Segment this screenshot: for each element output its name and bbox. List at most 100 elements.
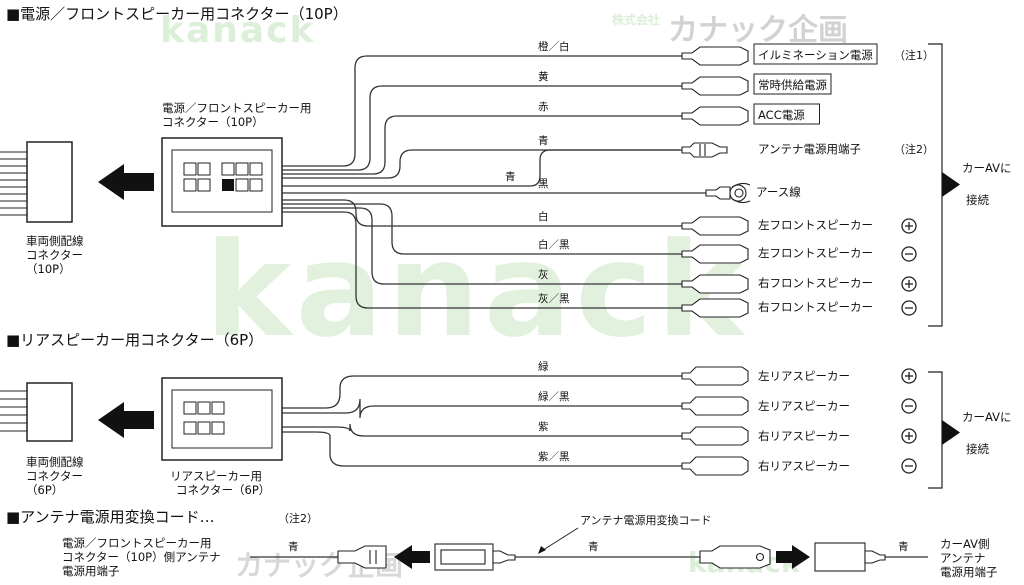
wire-color-left: 青 [288, 540, 299, 553]
terminal-3 [681, 106, 749, 126]
rear-wire-label-2: 左リアスピーカー [758, 399, 850, 413]
connect-label-rear: 接続 [966, 442, 989, 456]
arrow-right-icon-cord [776, 545, 810, 569]
rear-wire-3 [282, 423, 682, 437]
wire-label-4: アンテナ電源用端子 [758, 142, 861, 156]
wire-7 [282, 203, 682, 255]
svg-text:コネクター（10P）側アンテナ: コネクター（10P）側アンテナ [62, 550, 221, 564]
product-connector-10p [161, 137, 283, 227]
rear-wire-color-1: 緑 [538, 360, 549, 373]
wire-8 [282, 207, 682, 285]
svg-text:電源用端子: 電源用端子 [62, 564, 120, 578]
wire-label-9: 右フロントスピーカー [758, 300, 873, 314]
cord-terminal-right [699, 545, 771, 569]
svg-text:リアスピーカー用: リアスピーカー用 [170, 469, 262, 483]
minus-icon-rear-2 [901, 398, 917, 414]
svg-text:コネクター: コネクター [26, 248, 83, 262]
connect-label: 接続 [966, 193, 989, 207]
rear-terminal-1 [681, 366, 749, 386]
watermark-brand-big: kanack [205, 214, 747, 366]
wire-6 [282, 199, 682, 227]
wire-color-9: 灰／黒 [538, 292, 570, 305]
rear-wire-1 [282, 375, 682, 409]
wire-color-4: 青 [538, 134, 549, 147]
vehicle-connector-10p-label: 車両側配線 コネクター （10P） [26, 234, 84, 276]
label-box-3 [753, 103, 820, 125]
wire-color-1: 橙／白 [538, 40, 570, 53]
section-title-rear: ■リアスピーカー用コネクター（6P） [6, 331, 263, 349]
watermark-brand-prefix: 株式会社 [612, 12, 660, 27]
cord-label: アンテナ電源用変換コード [580, 513, 712, 527]
svg-text:コネクター（6P）: コネクター（6P） [176, 483, 270, 497]
rear-harness-terminals [681, 366, 749, 476]
vehicle-connector-6p [0, 382, 73, 442]
rear-wire-color-4: 紫／黒 [538, 451, 570, 463]
vehicle-connector-6p-label: 車両側配線 コネクター （6P） [26, 455, 84, 497]
rear-wire-color-2: 緑／黒 [538, 390, 570, 403]
svg-text:電源／フロントスピーカー用: 電源／フロントスピーカー用 [162, 101, 312, 115]
wire-color-right: 青 [898, 540, 909, 553]
minus-icon-9 [901, 300, 917, 316]
svg-text:カーAV側: カーAV側 [940, 537, 990, 551]
arrow-left-icon [98, 164, 154, 200]
terminal-1 [681, 46, 749, 66]
wire-color-2: 黄 [538, 70, 549, 83]
terminal-6 [681, 216, 749, 236]
section-note-antenna: （注2） [278, 511, 318, 525]
wire-color-3: 赤 [538, 101, 549, 113]
cord-terminal-left [434, 543, 516, 571]
minus-icon-7 [901, 246, 917, 262]
wire-color-5: 黒 [538, 178, 549, 190]
wire-label-6: 左フロントスピーカー [758, 218, 873, 232]
female-terminal [337, 545, 387, 569]
product-connector-6p [161, 377, 283, 461]
minus-icon-rear-4 [901, 458, 917, 474]
svg-text:電源用端子: 電源用端子 [940, 565, 998, 579]
watermark-brand-jp-top: カナック企画 [668, 13, 848, 48]
arrow-left-icon-rear [98, 402, 154, 438]
label-box-2 [753, 73, 832, 95]
wire-color-8: 灰 [538, 268, 549, 281]
plus-icon-6 [901, 218, 917, 234]
plus-icon-rear-3 [901, 428, 917, 444]
watermark-brand-top: kanack [160, 10, 315, 51]
svg-text:（6P）: （6P） [26, 483, 63, 497]
terminal-4 [681, 142, 728, 158]
connect-to-av-label-rear: カーAVに [962, 410, 1012, 424]
wire-color-6: 白 [538, 210, 549, 223]
rear-wire-color-3: 紫 [538, 421, 549, 433]
wire-label-2: 常時供給電源 [758, 78, 827, 92]
left-terminal-label: 電源／フロントスピーカー用 コネクター（10P）側アンテナ 電源用端子 [62, 536, 221, 578]
wire-3 [282, 115, 682, 175]
rear-wire-label-3: 右リアスピーカー [758, 429, 850, 443]
rear-wire-4 [282, 431, 682, 467]
rear-wire-label-1: 左リアスピーカー [758, 369, 850, 383]
wire-4 [282, 149, 682, 179]
terminal-2 [681, 76, 749, 96]
connect-to-av-label: カーAVに [962, 161, 1012, 175]
av-side-terminal [814, 542, 886, 572]
arrow-left-icon-cord [394, 545, 430, 569]
rear-terminal-2 [681, 396, 749, 416]
wire-1 [282, 55, 682, 167]
section-title-power-front: ■電源／フロントスピーカー用コネクター（10P） [6, 5, 348, 23]
wire-color-7: 白／黒 [538, 238, 570, 251]
rear-wire-2 [282, 398, 682, 419]
svg-text:アンテナ: アンテナ [940, 551, 986, 565]
front-harness-terminals [681, 46, 751, 318]
terminal-7 [681, 244, 749, 264]
front-harness-wires [282, 55, 706, 309]
wire-color-cord: 青 [588, 540, 599, 553]
plus-icon-rear-1 [901, 368, 917, 384]
wire-2 [282, 85, 682, 171]
wire-label-5: アース線 [756, 185, 801, 199]
connect-bracket-rear [928, 371, 943, 489]
arrow-right-icon [942, 172, 960, 197]
product-connector-6p-label: リアスピーカー用 コネクター（6P） [170, 469, 270, 497]
wire-note-1: （注1） [894, 48, 934, 62]
wire-label-8: 右フロントスピーカー [758, 276, 873, 290]
arrow-right-icon-rear [942, 420, 960, 445]
rear-terminal-3 [681, 426, 749, 446]
svg-text:電源／フロントスピーカー用: 電源／フロントスピーカー用 [62, 536, 212, 550]
svg-text:車両側配線: 車両側配線 [26, 455, 84, 469]
